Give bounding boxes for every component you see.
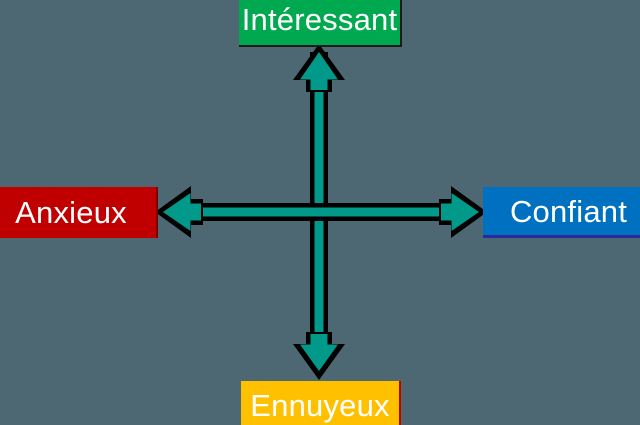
- label-box-confiant[interactable]: Confiant: [483, 187, 640, 238]
- label-box-ennuyeux[interactable]: Ennuyeux: [241, 381, 401, 425]
- label-box-anxieux[interactable]: Anxieux: [0, 187, 158, 238]
- horizontal-axis: [155, 186, 487, 238]
- label-box-interessant[interactable]: Intéressant: [239, 0, 402, 47]
